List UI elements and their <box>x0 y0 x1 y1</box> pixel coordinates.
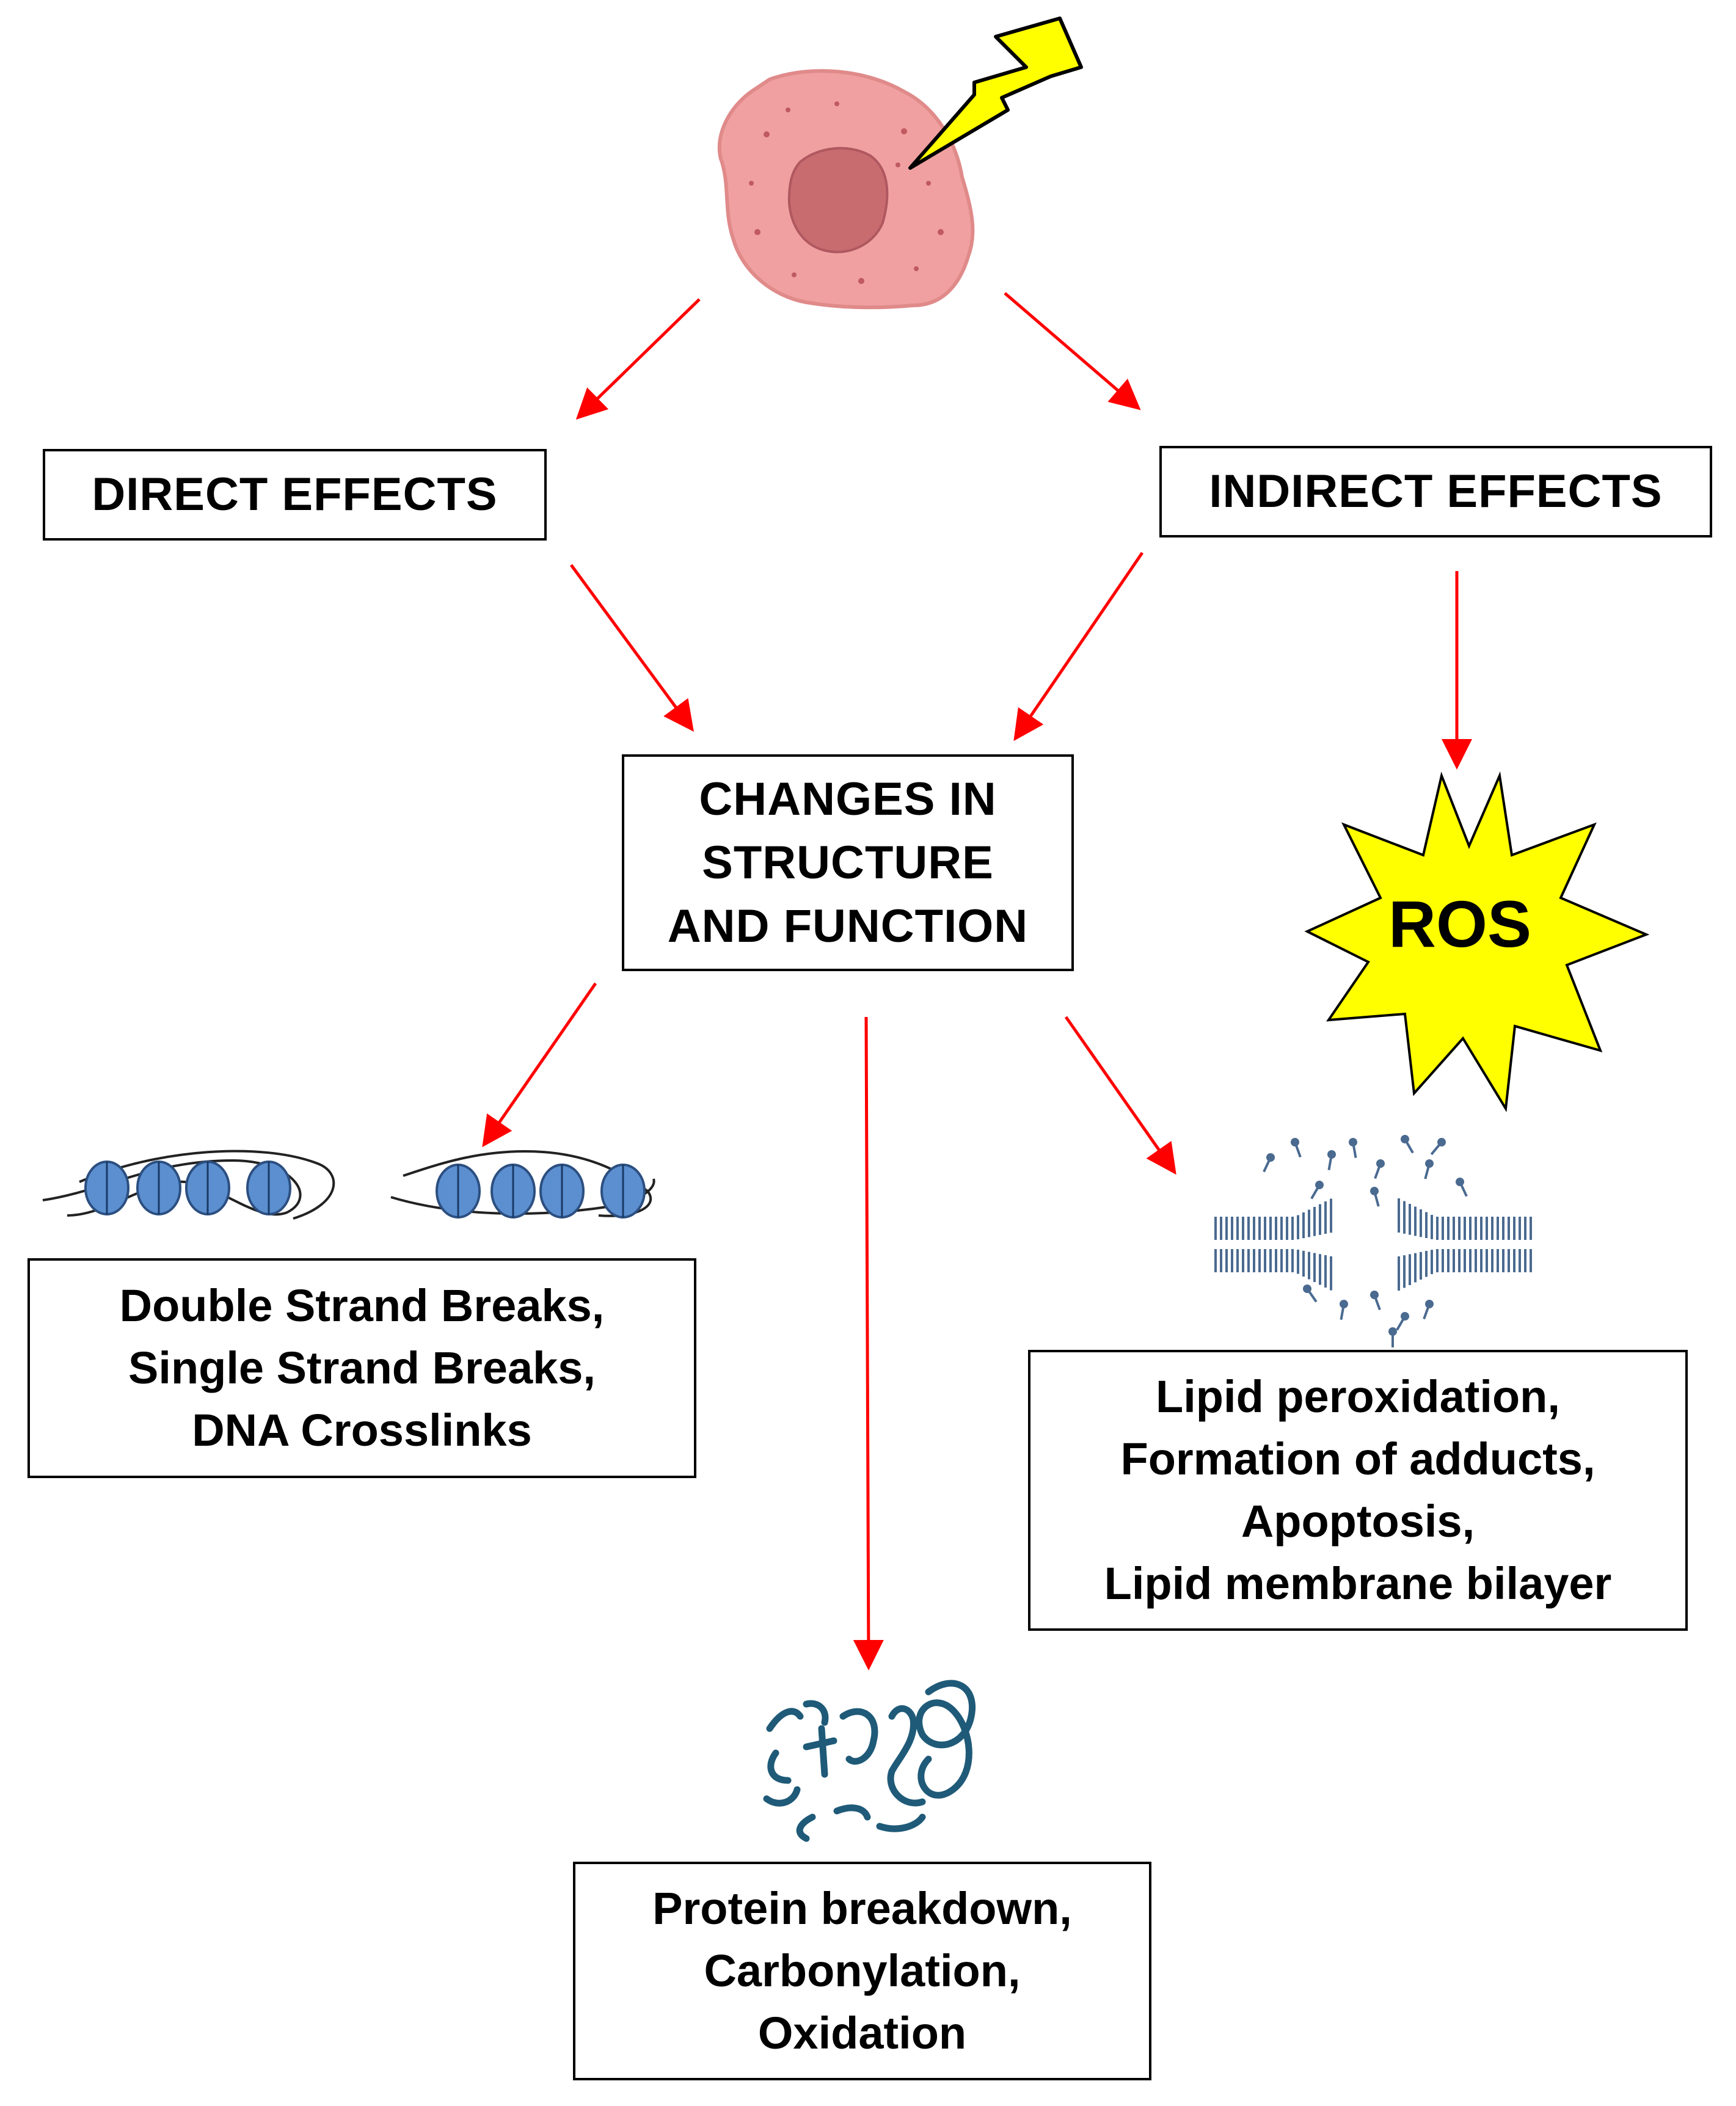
free-lipid <box>1340 1300 1348 1320</box>
direct-effects-label: DIRECT EFFECTS <box>92 468 498 520</box>
direct-effects-box: DIRECT EFFECTS <box>43 449 547 541</box>
lipid-bilayer-icon <box>1214 1135 1532 1347</box>
free-lipid <box>1303 1284 1318 1303</box>
free-lipid <box>1456 1178 1468 1197</box>
lightning-bolt-icon <box>908 16 1083 170</box>
flow-arrows <box>482 292 1472 1671</box>
free-lipid <box>1349 1138 1357 1158</box>
free-lipid <box>1374 1159 1385 1179</box>
indirect-effects-box: INDIRECT EFFECTS <box>1159 446 1712 537</box>
free-lipid <box>1370 1187 1380 1207</box>
protein-effects-box: Protein breakdown, Carbonylation, Oxidat… <box>573 1862 1151 2080</box>
protein-effects-line: Protein breakdown, <box>652 1883 1072 1934</box>
dna-damage-line: DNA Crosslinks <box>192 1405 532 1456</box>
lipid-effects-line: Apoptosis, <box>1241 1496 1475 1547</box>
free-lipid <box>1424 1159 1434 1179</box>
free-lipid <box>1370 1291 1381 1311</box>
arrow-indirect-to-changes <box>1013 552 1144 741</box>
protein-effects-line: Carbonylation, <box>704 1945 1021 1996</box>
changes-line: CHANGES IN <box>699 773 997 825</box>
free-lipid <box>1388 1327 1397 1347</box>
changes-line: AND FUNCTION <box>667 900 1029 952</box>
free-lipid <box>1423 1300 1434 1320</box>
arrow-changes-to-dna <box>482 982 597 1148</box>
lipid-effects-line: Formation of adducts, <box>1120 1434 1596 1484</box>
free-lipid <box>1310 1181 1324 1200</box>
lipid-effects-box: Lipid peroxidation, Formation of adducts… <box>1028 1350 1688 1631</box>
free-lipid <box>1327 1150 1336 1170</box>
free-lipid <box>1401 1135 1414 1154</box>
arrow-changes-to-protein <box>853 1016 884 1671</box>
free-lipid <box>1396 1312 1409 1331</box>
arrow-changes-to-lipid <box>1064 1016 1176 1175</box>
arrow-cell-to-direct <box>575 298 701 420</box>
ros-starburst-icon <box>1304 771 1650 1113</box>
ros-label: ROS <box>1388 887 1532 961</box>
protein-fragments-icon <box>763 1680 976 1842</box>
dna-nucleosome-icon <box>42 1150 655 1220</box>
lipid-effects-line: Lipid peroxidation, <box>1156 1371 1560 1422</box>
irradiated-cell-icon <box>717 69 975 310</box>
protein-effects-line: Oxidation <box>757 2008 967 2058</box>
dna-damage-box: Double Strand Breaks, Single Strand Brea… <box>27 1258 696 1478</box>
free-lipid <box>1291 1138 1302 1158</box>
indirect-effects-label: INDIRECT EFFECTS <box>1209 465 1663 517</box>
changes-line: STRUCTURE <box>702 836 994 889</box>
dna-damage-line: Double Strand Breaks, <box>119 1280 605 1331</box>
free-lipid <box>1430 1138 1446 1156</box>
arrow-direct-to-changes <box>569 564 694 732</box>
dna-damage-line: Single Strand Breaks, <box>128 1343 596 1393</box>
changes-box: CHANGES IN STRUCTURE AND FUNCTION <box>622 754 1074 971</box>
lipid-effects-line: Lipid membrane bilayer <box>1104 1558 1612 1609</box>
arrow-cell-to-indirect <box>1004 292 1141 410</box>
free-lipid <box>1263 1153 1275 1173</box>
